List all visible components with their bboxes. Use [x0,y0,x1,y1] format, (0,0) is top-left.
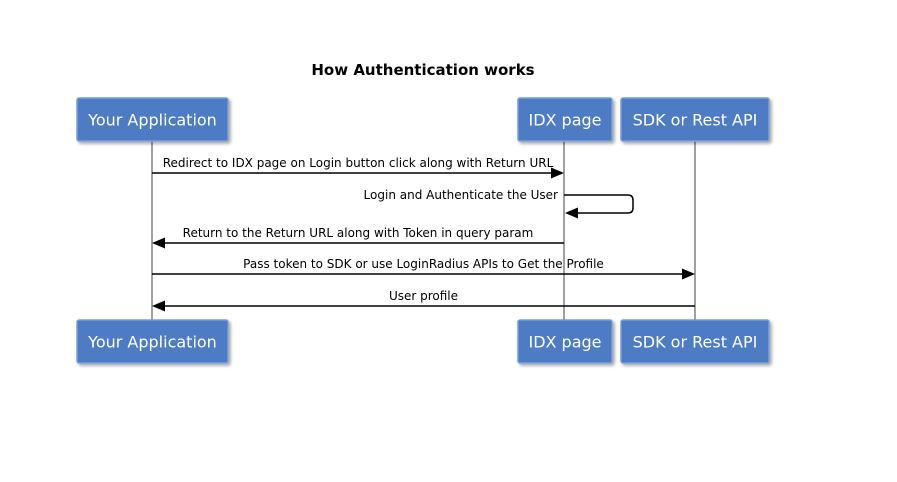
participant-box-sdk-top: SDK or Rest API [620,97,770,142]
participant-box-idx-top: IDX page [517,97,613,142]
participant-rect [76,319,229,364]
participant-box-app-bottom: Your Application [76,319,229,364]
arrow-head [565,207,578,219]
participant-box-idx-bottom: IDX page [517,319,613,364]
arrow-head [682,268,695,280]
participant-label: SDK or Rest API [633,333,758,352]
message-label: Login and Authenticate the User [364,188,559,202]
participant-label: IDX page [528,111,601,130]
message-1: Redirect to IDX page on Login button cli… [152,156,564,179]
message-2: Login and Authenticate the User [364,188,634,219]
participant-rect [517,97,613,142]
messages: Redirect to IDX page on Login button cli… [152,156,695,312]
message-label: Pass token to SDK or use LoginRadius API… [243,257,604,271]
message-label: Redirect to IDX page on Login button cli… [163,156,554,170]
message-label: User profile [389,289,458,303]
participant-rect [76,97,229,142]
arrow-head [152,300,165,312]
participant-rect [620,97,770,142]
message-5: User profile [152,289,695,312]
participant-rect [517,319,613,364]
arrow-head [551,167,564,179]
participant-box-sdk-bottom: SDK or Rest API [620,319,770,364]
participant-box-app-top: Your Application [76,97,229,142]
message-label: Return to the Return URL along with Toke… [183,226,534,240]
participant-label: IDX page [528,333,601,352]
arrow-head [152,237,165,249]
message-3: Return to the Return URL along with Toke… [152,226,564,249]
participant-label: Your Application [87,111,217,130]
participant-label: Your Application [87,333,217,352]
participant-rect [620,319,770,364]
diagram-title: How Authentication works [311,61,534,79]
participant-label: SDK or Rest API [633,111,758,130]
message-line [564,194,634,214]
lifelines [151,141,696,320]
message-4: Pass token to SDK or use LoginRadius API… [152,257,695,280]
